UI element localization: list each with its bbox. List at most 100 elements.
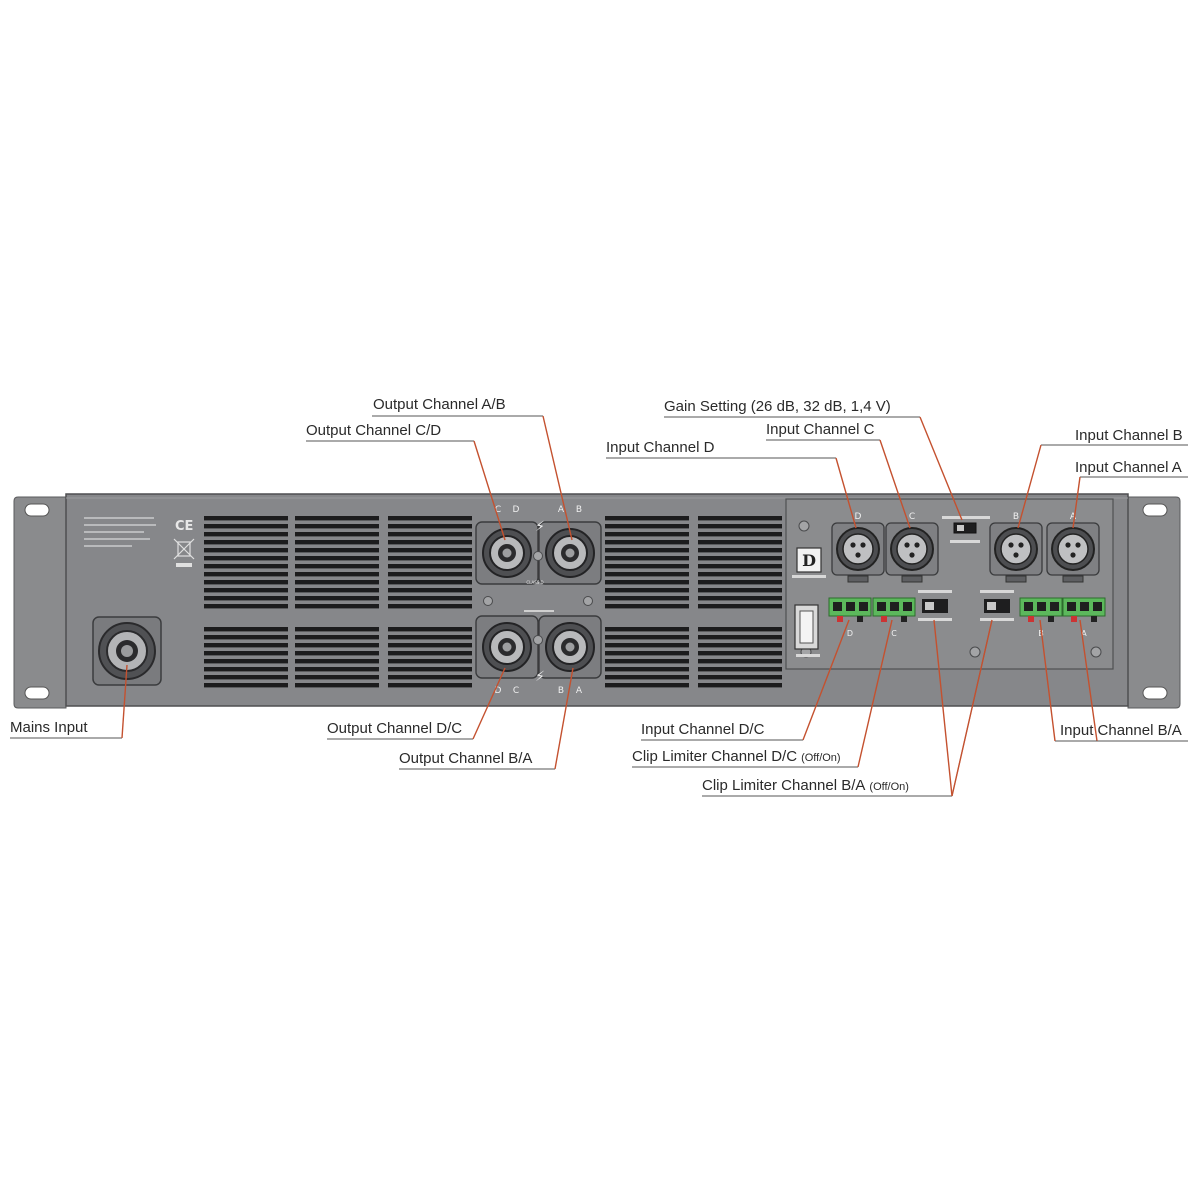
leader-callout-input-ba-2: [1039, 619, 1097, 742]
vent-slot: [295, 564, 379, 569]
leader-callout-input-c: [766, 439, 911, 529]
callout-input-c: Input Channel C: [766, 421, 875, 438]
vent-slot: [605, 524, 689, 529]
terminal-block-d[interactable]: D: [828, 597, 872, 638]
xlr-input-b[interactable]: B: [989, 512, 1043, 583]
xlr-face: [1057, 533, 1089, 565]
clip-limiter-switch-ba[interactable]: [980, 590, 1014, 621]
xlr-latch: [847, 575, 869, 583]
callout-clip-dc: Clip Limiter Channel D/C(Off/On): [632, 748, 841, 767]
terminal-screw: [833, 602, 842, 611]
leader-callout-output-dc: [327, 667, 506, 740]
mains-input-connector[interactable]: [92, 616, 162, 686]
vent-slot: [605, 572, 689, 577]
vent-slot: [295, 524, 379, 529]
xlr-pin: [1070, 552, 1076, 558]
vent-slot: [295, 596, 379, 601]
vent-slot: [388, 548, 472, 553]
speakon-pin: [565, 548, 575, 558]
leader-callout-input-dc: [641, 619, 850, 741]
xlr-pin: [1008, 542, 1014, 548]
vent-slot: [388, 667, 472, 672]
callout-input-d: Input Channel D: [606, 439, 715, 456]
xlr-pin: [909, 552, 915, 558]
usb-mark: D: [802, 551, 816, 570]
terminal-block-c[interactable]: C: [872, 597, 916, 638]
vent-slot: [388, 596, 472, 601]
vent-slot: [388, 627, 472, 632]
vent-slot: [698, 627, 782, 632]
callout-input-ba: Input Channel B/A: [1060, 722, 1182, 739]
leader-callout-input-b: [1017, 444, 1188, 529]
vent-slot: [698, 580, 782, 585]
leader-callout-clip-ba: [702, 619, 953, 797]
terminal-tab: [1071, 616, 1077, 622]
leader-callout-clip-ba-2: [951, 619, 993, 797]
terminal-block-a[interactable]: A: [1062, 597, 1106, 638]
xlr-input-a[interactable]: A: [1046, 512, 1100, 583]
leader-pointer: [472, 667, 506, 740]
clip-limiter-switch-dc[interactable]: [918, 590, 952, 621]
vent-grille: [698, 627, 782, 688]
callout-input-a: Input Channel A: [1075, 459, 1182, 476]
vent-slot: [698, 572, 782, 577]
leader-callout-input-d: [606, 457, 857, 529]
vent-slot: [204, 596, 288, 601]
leader-pointer: [1072, 476, 1081, 529]
class-label: CLASS D: [526, 580, 543, 585]
vent-grille: [295, 627, 379, 688]
terminal-screw: [1050, 602, 1059, 611]
xlr-input-d[interactable]: D: [831, 512, 885, 583]
vent-slot: [605, 516, 689, 521]
leader-pointer: [1079, 619, 1098, 742]
vent-slot: [605, 635, 689, 640]
terminal-screw: [1067, 602, 1076, 611]
xlr-pin: [1018, 542, 1024, 548]
callout-clip-ba-note: (Off/On): [869, 781, 909, 793]
speakon-pin-label: C: [513, 686, 519, 696]
vent-slot: [295, 516, 379, 521]
vent-slot: [204, 532, 288, 537]
xlr-pin: [914, 542, 920, 548]
leader-lines: [10, 415, 1188, 797]
rack-hole-right-bottom: [1142, 686, 1168, 700]
xlr-pin: [855, 552, 861, 558]
vent-slot: [204, 604, 288, 609]
speakon-pin: [502, 642, 512, 652]
callout-output-ba: Output Channel B/A: [399, 750, 533, 767]
vent-slot: [204, 572, 288, 577]
usb-port[interactable]: D: [792, 547, 826, 578]
vent-slot: [204, 651, 288, 656]
vent-slot: [605, 675, 689, 680]
terminal-screw: [846, 602, 855, 611]
callout-gain-setting: Gain Setting (26 dB, 32 dB, 1,4 V): [664, 398, 891, 415]
leader-pointer: [1017, 444, 1042, 529]
vent-grille: [605, 627, 689, 688]
leader-callout-input-a: [1072, 476, 1188, 529]
gain-setting-switch[interactable]: [942, 516, 990, 543]
vent-slot: [295, 643, 379, 648]
mounting-screw: [483, 596, 493, 606]
vent-slot: [295, 683, 379, 688]
vent-slot: [388, 532, 472, 537]
leader-pointer: [542, 415, 573, 541]
service-port[interactable]: [794, 604, 820, 657]
vent-slot: [204, 588, 288, 593]
vent-slot: [698, 532, 782, 537]
xlr-label: B: [1013, 512, 1019, 522]
rack-ear-left: [13, 496, 67, 709]
vent-slot: [698, 667, 782, 672]
terminal-screw: [890, 602, 899, 611]
vent-slot: [605, 667, 689, 672]
vent-slot: [388, 564, 472, 569]
xlr-input-c[interactable]: C: [885, 512, 939, 583]
mounting-screw: [533, 551, 543, 561]
vent-slot: [204, 659, 288, 664]
